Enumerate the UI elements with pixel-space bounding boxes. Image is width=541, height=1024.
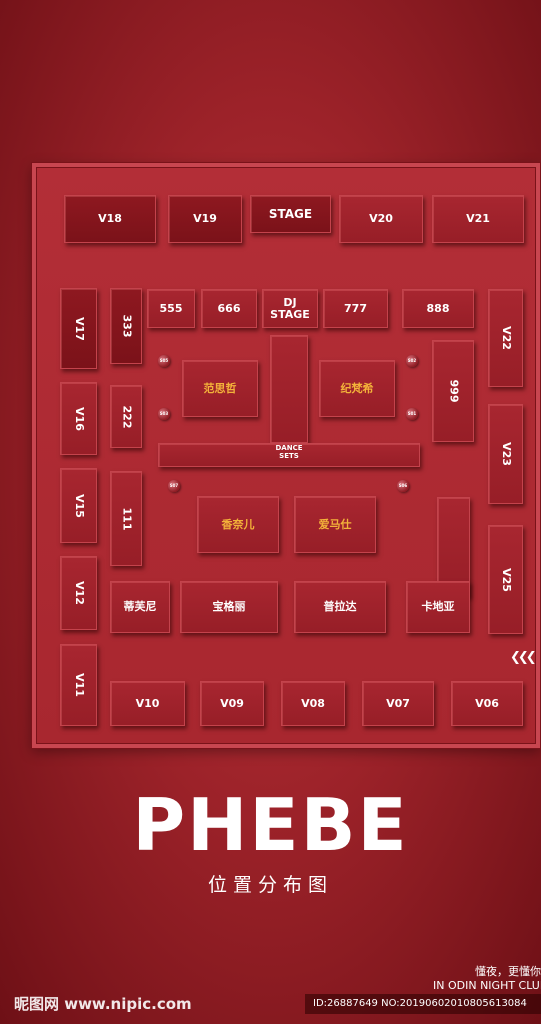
room-v12[interactable]: V12 bbox=[60, 556, 97, 630]
room-v10[interactable]: V10 bbox=[110, 681, 185, 726]
room-fansizhe[interactable]: 范思哲 bbox=[182, 360, 258, 417]
room-xiangnaier[interactable]: 香奈儿 bbox=[197, 496, 279, 553]
room-kadiya[interactable]: 卡地亚 bbox=[406, 581, 470, 633]
room-v19[interactable]: V19 bbox=[168, 195, 242, 243]
room-jifanxi[interactable]: 纪梵希 bbox=[319, 360, 395, 417]
room-555[interactable]: 555 bbox=[147, 289, 195, 328]
room-label: V25 bbox=[499, 567, 513, 592]
room-label: V16 bbox=[72, 406, 86, 431]
brand-title: PHEBE bbox=[132, 783, 409, 867]
room-stage[interactable]: STAGE bbox=[250, 195, 331, 233]
room-label: 范思哲 bbox=[203, 381, 237, 395]
room-label: V12 bbox=[72, 581, 86, 605]
room-label: V15 bbox=[72, 493, 86, 518]
room-label: V21 bbox=[466, 212, 490, 225]
room-666[interactable]: 666 bbox=[201, 289, 257, 328]
marker-s06: S06 bbox=[397, 480, 409, 492]
room-label: 666 bbox=[217, 301, 241, 315]
room-label-line1: DANCE bbox=[275, 444, 303, 452]
room-v11[interactable]: V11 bbox=[60, 644, 97, 726]
room-888[interactable]: 888 bbox=[402, 289, 474, 328]
room-v16[interactable]: V16 bbox=[60, 382, 97, 455]
room-label: STAGE bbox=[268, 207, 313, 221]
room-v17[interactable]: V17 bbox=[60, 288, 97, 369]
room-label: 555 bbox=[159, 301, 183, 315]
room-label: 111 bbox=[120, 507, 133, 530]
room-v07[interactable]: V07 bbox=[362, 681, 434, 726]
marker-s05: S05 bbox=[158, 355, 170, 367]
room-label: V06 bbox=[475, 696, 499, 710]
room-v20[interactable]: V20 bbox=[339, 195, 423, 243]
marker-s02: S02 bbox=[406, 355, 418, 367]
room-aimashi[interactable]: 爱马仕 bbox=[294, 496, 376, 553]
image-id: ID:26887649 NO:20190602010805613084 bbox=[305, 994, 541, 1014]
slogan-en: IN ODIN NIGHT CLUB bbox=[433, 979, 541, 992]
room-999[interactable]: 999 bbox=[432, 340, 474, 442]
room-v15[interactable]: V15 bbox=[60, 468, 97, 543]
marker-s01: S01 bbox=[406, 408, 418, 420]
room-label: 333 bbox=[120, 314, 133, 338]
room-label: 卡地亚 bbox=[421, 600, 455, 613]
room-baogeli[interactable]: 宝格丽 bbox=[180, 581, 278, 633]
dance-sets[interactable]: DANCE SETS bbox=[158, 443, 420, 467]
room-kadiya-stem bbox=[437, 497, 470, 597]
room-v06[interactable]: V06 bbox=[451, 681, 523, 726]
room-label: V19 bbox=[193, 212, 217, 225]
room-label: V09 bbox=[220, 696, 244, 710]
room-label: 普拉达 bbox=[323, 600, 357, 613]
room-v18[interactable]: V18 bbox=[64, 195, 156, 243]
room-label: 999 bbox=[447, 379, 460, 403]
room-dj-stage[interactable]: DJ STAGE bbox=[262, 289, 318, 328]
room-333[interactable]: 333 bbox=[110, 288, 142, 364]
room-label: 爱马仕 bbox=[318, 517, 352, 531]
room-v25[interactable]: V25 bbox=[488, 525, 523, 634]
room-v08[interactable]: V08 bbox=[281, 681, 345, 726]
room-222[interactable]: 222 bbox=[110, 385, 142, 448]
room-label: V23 bbox=[499, 442, 513, 466]
room-label: 蒂芙尼 bbox=[123, 600, 157, 613]
room-label: V08 bbox=[301, 696, 325, 710]
page-subtitle: 位置分布图 bbox=[207, 874, 333, 896]
room-label: 纪梵希 bbox=[340, 381, 374, 395]
room-v09[interactable]: V09 bbox=[200, 681, 264, 726]
room-label: V10 bbox=[135, 696, 160, 710]
room-label: 888 bbox=[426, 301, 450, 315]
entrance-arrow-icon: ❮❮❮ bbox=[510, 650, 537, 665]
room-111[interactable]: 111 bbox=[110, 471, 142, 566]
room-v23[interactable]: V23 bbox=[488, 404, 523, 504]
room-label: 香奈儿 bbox=[221, 517, 255, 531]
room-label: V22 bbox=[499, 326, 513, 350]
room-label: V18 bbox=[98, 212, 122, 225]
slogan-cn: 懂夜，更懂你 bbox=[475, 965, 541, 978]
room-label-line2: STAGE bbox=[270, 307, 310, 321]
room-label: V07 bbox=[386, 696, 410, 710]
room-label: V20 bbox=[369, 212, 393, 225]
room-v21[interactable]: V21 bbox=[432, 195, 524, 243]
room-label: V17 bbox=[72, 316, 86, 341]
room-v22[interactable]: V22 bbox=[488, 289, 523, 387]
room-label-line2: SETS bbox=[279, 452, 299, 460]
room-label: 222 bbox=[120, 405, 133, 428]
room-label: 宝格丽 bbox=[212, 600, 246, 613]
marker-s03: S03 bbox=[158, 408, 170, 420]
room-label: V11 bbox=[72, 673, 86, 697]
room-label-line1: DJ bbox=[283, 295, 297, 309]
marker-s07: S07 bbox=[168, 480, 180, 492]
watermark-logo: 昵图网 www.nipic.com bbox=[14, 995, 192, 1013]
room-pulada[interactable]: 普拉达 bbox=[294, 581, 386, 633]
room-label: 777 bbox=[344, 301, 367, 315]
dance-floor-vertical bbox=[270, 335, 308, 443]
room-777[interactable]: 777 bbox=[323, 289, 388, 328]
room-difuni[interactable]: 蒂芙尼 bbox=[110, 581, 170, 633]
